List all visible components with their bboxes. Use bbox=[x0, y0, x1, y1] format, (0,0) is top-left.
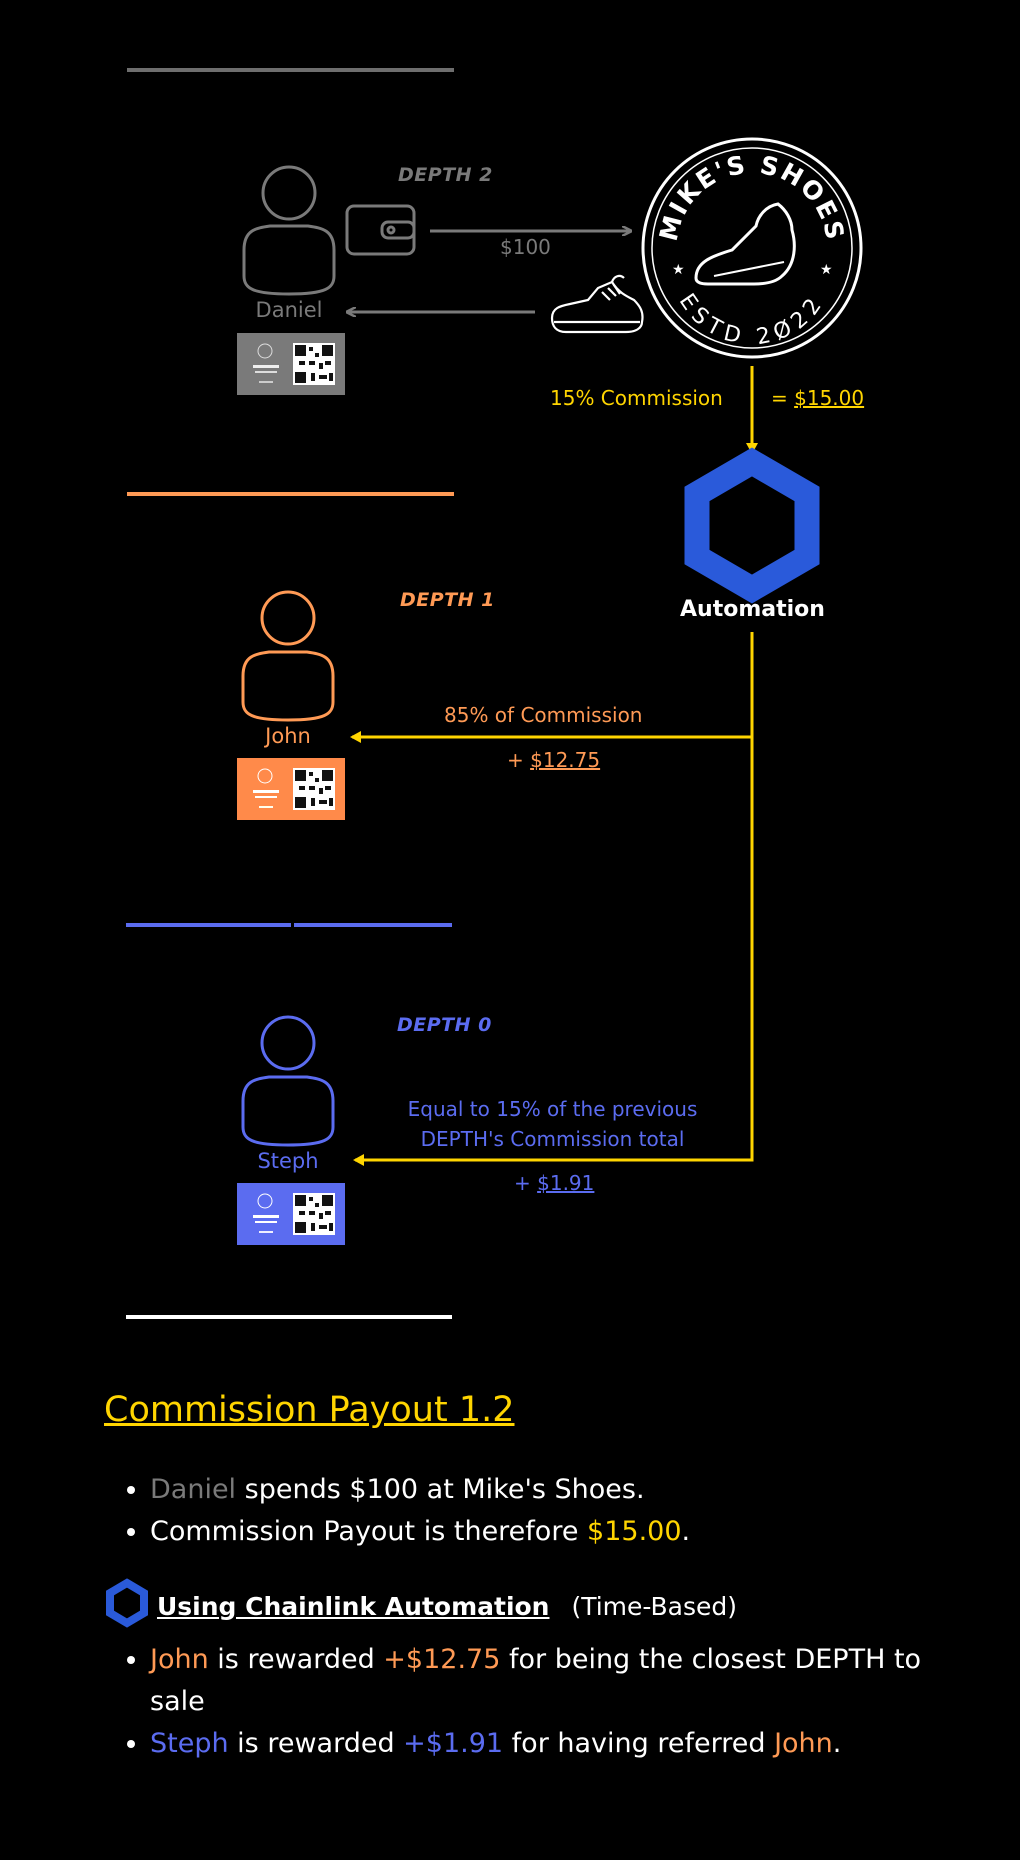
referral-card-daniel bbox=[237, 333, 345, 395]
list-item: Steph is rewarded +$1.91 for having refe… bbox=[150, 1723, 950, 1765]
divider-blue-left bbox=[126, 923, 291, 927]
chainlink-hexagon-icon bbox=[684, 447, 820, 604]
svg-text:★: ★ bbox=[820, 262, 833, 278]
referral-card-steph bbox=[237, 1183, 345, 1245]
person-name-steph: Steph bbox=[257, 1149, 319, 1173]
list-item: Daniel spends $100 at Mike's Shoes. bbox=[150, 1469, 970, 1511]
steph-share-label: Equal to 15% of the previous DEPTH's Com… bbox=[407, 1097, 698, 1151]
person-icon-john bbox=[241, 590, 335, 722]
summary-title: Commission Payout 1.2 bbox=[104, 1390, 515, 1430]
divider-orange bbox=[127, 492, 454, 496]
svg-text:★: ★ bbox=[672, 262, 685, 278]
john-payout: + $12.75 bbox=[507, 748, 601, 772]
person-icon-daniel bbox=[242, 165, 336, 296]
divider-blue-right bbox=[294, 923, 452, 927]
person-icon-steph bbox=[241, 1015, 335, 1147]
diagram: MIKE'S SHOES ESTD 2Ø22 ★ ★ bbox=[241, 137, 863, 1166]
automation-heading: Using Chainlink Automation (Time-Based) bbox=[157, 1592, 738, 1621]
commission-total: = $15.00 bbox=[771, 386, 865, 410]
list-item: John is rewarded +$12.75 for being the c… bbox=[150, 1639, 950, 1723]
commission-label: 15% Commission bbox=[550, 386, 723, 410]
sneaker-icon bbox=[550, 274, 644, 334]
steph-payout: + $1.91 bbox=[514, 1171, 595, 1195]
divider-gray bbox=[127, 68, 454, 72]
person-name-john: John bbox=[265, 724, 311, 748]
summary-list-1: Daniel spends $100 at Mike's Shoes. Comm… bbox=[110, 1469, 970, 1553]
automation-label: Automation bbox=[680, 597, 825, 622]
chainlink-icon-small bbox=[106, 1578, 148, 1628]
depth0-label: DEPTH 0 bbox=[397, 1014, 492, 1036]
depth1-label: DEPTH 1 bbox=[400, 589, 495, 611]
john-share-label: 85% of Commission bbox=[444, 703, 643, 727]
payment-amount: $100 bbox=[500, 235, 551, 259]
depth2-label: DEPTH 2 bbox=[398, 164, 493, 186]
list-item: Commission Payout is therefore $15.00. bbox=[150, 1511, 970, 1553]
arrow-payout-steph bbox=[353, 737, 754, 1166]
wallet-icon bbox=[345, 204, 416, 256]
divider-white bbox=[126, 1315, 452, 1319]
referral-card-john bbox=[237, 758, 345, 820]
mikes-shoes-logo: MIKE'S SHOES ESTD 2Ø22 ★ ★ bbox=[641, 137, 863, 359]
chainlink-automation-link[interactable]: Using Chainlink Automation bbox=[157, 1592, 550, 1621]
person-name-daniel: Daniel bbox=[255, 298, 323, 322]
summary-list-2: John is rewarded +$12.75 for being the c… bbox=[110, 1639, 950, 1765]
